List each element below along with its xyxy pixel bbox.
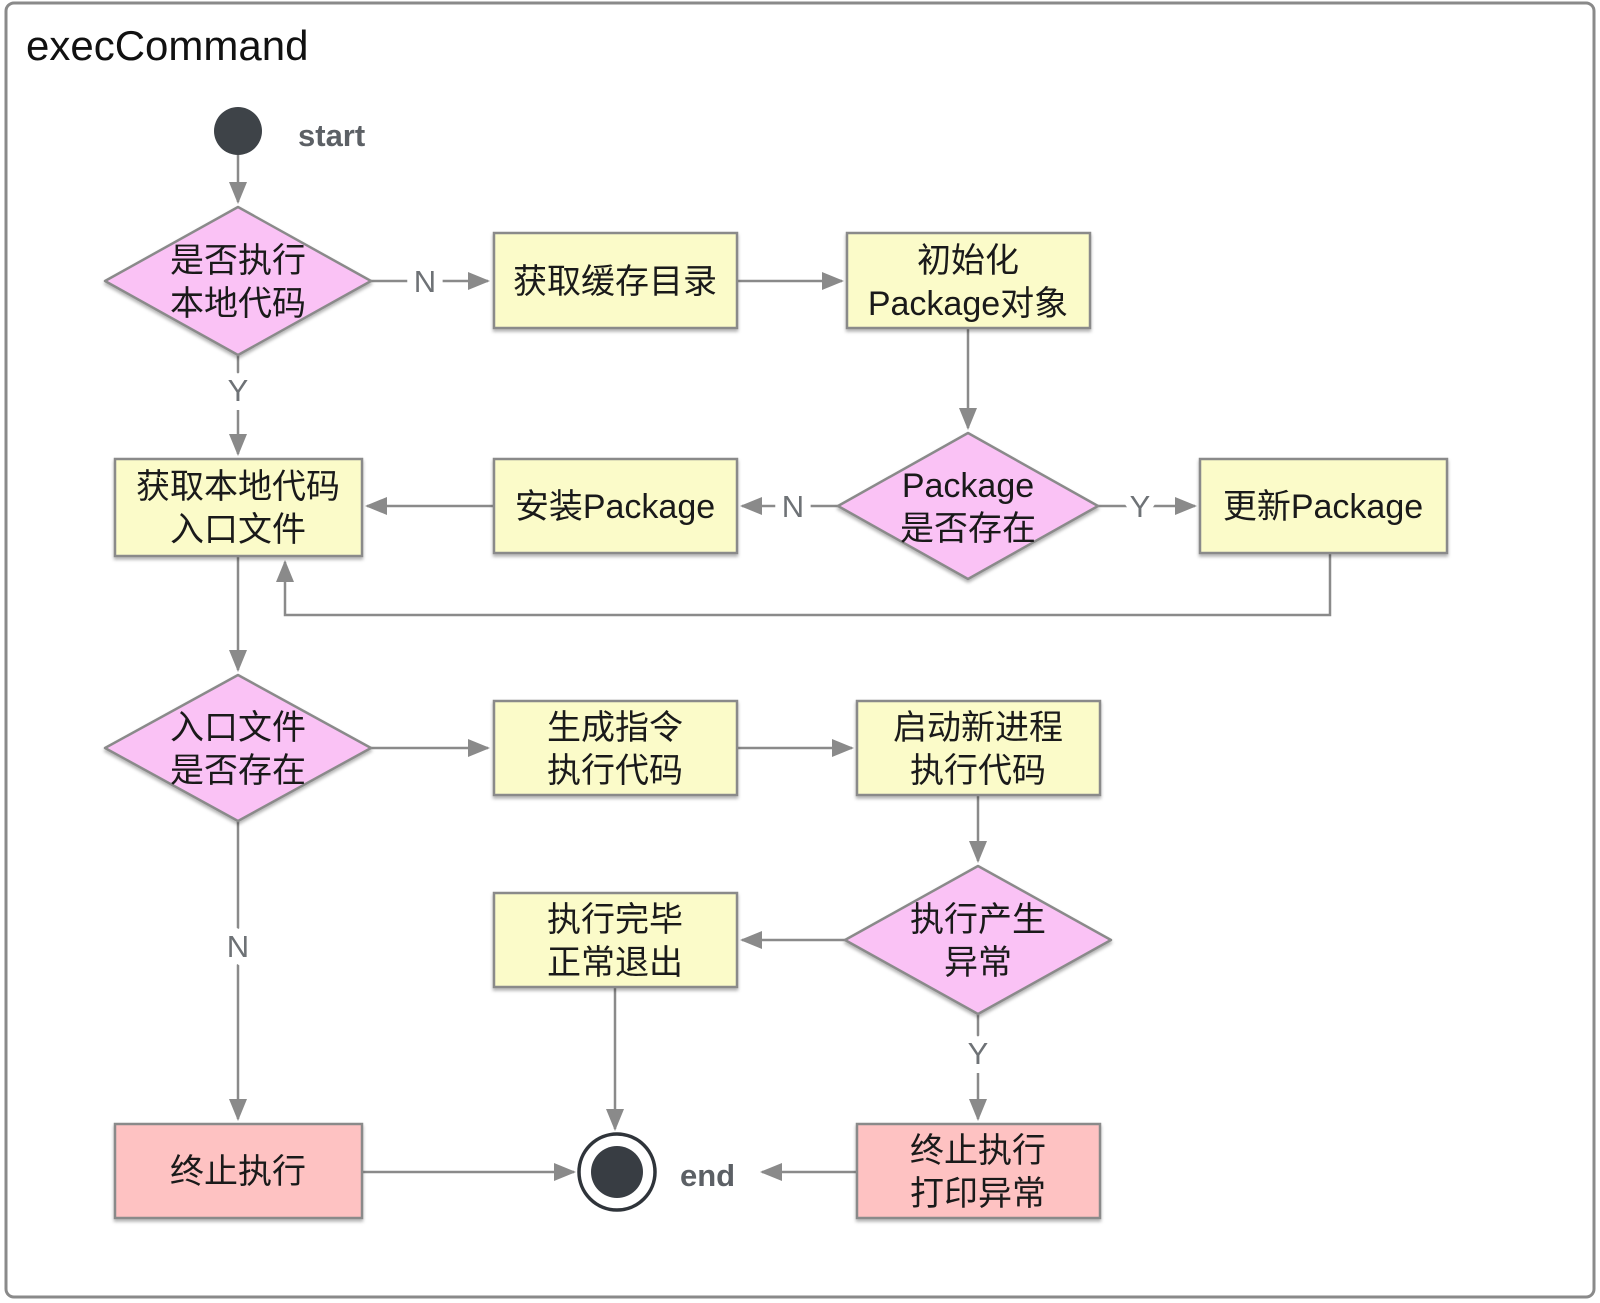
terminal-terminate-label: 终止执行 — [170, 1153, 306, 1191]
decision-package-exists: Package 是否存在 — [836, 431, 1100, 581]
process-get-entry-file-line1: 获取本地代码 — [136, 468, 340, 506]
terminal-terminate-print: 终止执行 打印异常 — [855, 1122, 1102, 1220]
process-get-entry-file: 获取本地代码 入口文件 — [113, 457, 364, 558]
decision-entry-exists-line1: 入口文件 — [170, 709, 306, 747]
decision-run-local: 是否执行 本地代码 — [103, 205, 373, 357]
decision-package-exists-line1: Package — [902, 467, 1034, 505]
terminal-terminate-print-line1: 终止执行 — [910, 1132, 1046, 1170]
diagram-title: execCommand — [26, 22, 308, 69]
process-get-cache-dir-shape — [492, 231, 739, 330]
process-get-cache-dir-label: 获取缓存目录 — [513, 263, 717, 301]
diagram-frame — [4, 1, 1596, 1299]
process-normal-exit-line2: 正常退出 — [547, 944, 683, 982]
end-label: end — [680, 1158, 735, 1193]
terminal-terminate-print-line2: 打印异常 — [910, 1175, 1046, 1213]
process-generate-command-line1: 生成指令 — [547, 709, 683, 747]
decision-exception-line2: 异常 — [944, 944, 1012, 982]
process-install-package-label: 安装Package — [515, 488, 715, 526]
process-get-entry-file-shape — [113, 457, 364, 558]
edge-label-run-local-no: N — [414, 264, 436, 299]
edges — [229, 155, 1332, 1181]
process-init-package: 初始化 Package对象 — [845, 231, 1092, 330]
terminal-terminate: 终止执行 — [113, 1122, 364, 1220]
process-normal-exit-shape — [492, 891, 739, 989]
process-start-new-process-shape — [855, 699, 1102, 797]
process-init-package-line1: 初始化 — [917, 242, 1019, 280]
process-generate-command-shape — [492, 699, 739, 797]
edge-label-package-exists-yes: Y — [1130, 489, 1151, 524]
decision-entry-exists: 入口文件 是否存在 — [103, 673, 373, 823]
decision-entry-exists-shape — [103, 673, 373, 823]
start-label: start — [298, 118, 365, 153]
process-get-cache-dir: 获取缓存目录 — [492, 231, 739, 330]
decision-package-exists-line2: 是否存在 — [900, 510, 1036, 548]
terminal-terminate-print-shape — [855, 1122, 1102, 1220]
edge-label-entry-exists-no: N — [227, 929, 249, 964]
process-normal-exit-line1: 执行完毕 — [547, 901, 683, 939]
process-init-package-shape — [845, 231, 1092, 330]
decision-run-local-shape — [103, 205, 373, 357]
process-start-new-process: 启动新进程 执行代码 — [855, 699, 1102, 797]
decision-exception: 执行产生 异常 — [843, 864, 1113, 1016]
process-init-package-line2: Package对象 — [868, 285, 1068, 323]
edge-label-exception-yes: Y — [968, 1036, 989, 1071]
decision-entry-exists-line2: 是否存在 — [170, 752, 306, 790]
process-generate-command: 生成指令 执行代码 — [492, 699, 739, 797]
start-node: start — [214, 107, 365, 155]
edge-label-run-local-yes: Y — [228, 373, 249, 408]
process-install-package: 安装Package — [492, 457, 739, 555]
decision-run-local-line1: 是否执行 — [170, 242, 306, 280]
process-get-entry-file-line2: 入口文件 — [170, 511, 306, 549]
process-normal-exit: 执行完毕 正常退出 — [492, 891, 739, 989]
end-dot — [591, 1146, 643, 1198]
process-generate-command-line2: 执行代码 — [547, 752, 683, 790]
edge-update-feedback — [276, 553, 1332, 617]
end-node: end — [577, 1132, 735, 1212]
decision-run-local-line2: 本地代码 — [170, 285, 306, 323]
terminal-terminate-shape — [113, 1122, 364, 1220]
decision-exception-shape — [843, 864, 1113, 1016]
decision-exception-line1: 执行产生 — [910, 901, 1046, 939]
process-update-package: 更新Package — [1198, 457, 1449, 555]
start-dot — [214, 107, 262, 155]
process-update-package-label: 更新Package — [1223, 488, 1423, 526]
decision-package-exists-shape — [836, 431, 1100, 581]
process-start-new-process-line2: 执行代码 — [910, 752, 1046, 790]
process-install-package-shape — [492, 457, 739, 555]
edge-label-package-exists-no: N — [782, 489, 804, 524]
process-update-package-shape — [1198, 457, 1449, 555]
process-start-new-process-line1: 启动新进程 — [893, 709, 1063, 747]
